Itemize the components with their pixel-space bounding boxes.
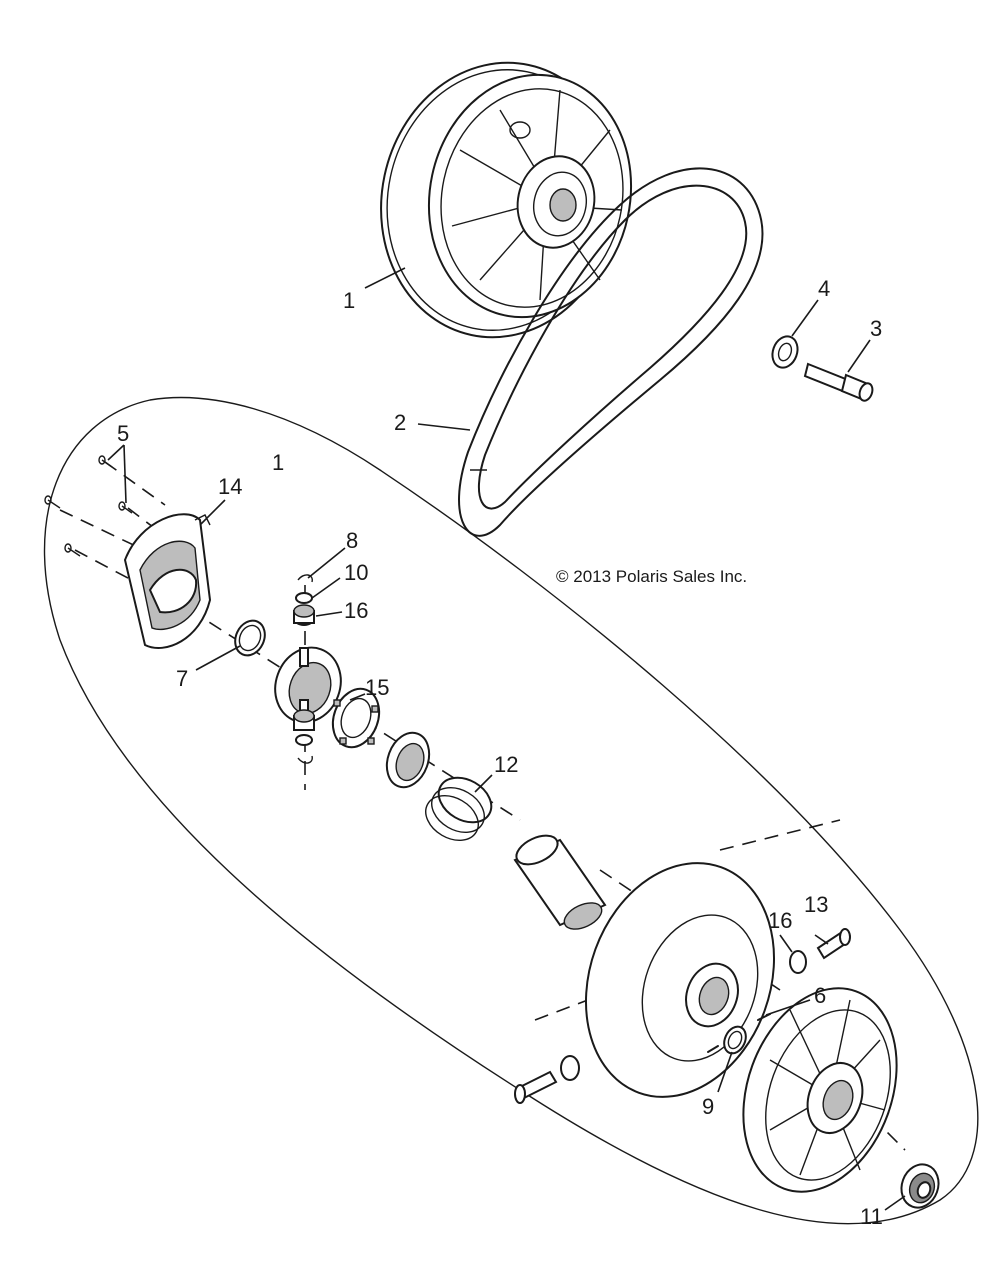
fixed-sheave — [742, 987, 898, 1193]
cover-plate — [123, 513, 212, 649]
bearing — [900, 1163, 940, 1209]
callout-16-roller-top: 16 — [344, 598, 368, 623]
callout-9-snap-ring: 9 — [702, 1094, 714, 1119]
drive-clutch — [380, 61, 633, 339]
drive-belt — [458, 167, 764, 537]
callout-6-pin: 6 — [814, 983, 826, 1008]
assembly-outline — [43, 396, 979, 1225]
cam-ring — [385, 731, 431, 789]
callout-3-bolt: 3 — [870, 316, 882, 341]
callout-11-bearing: 11 — [860, 1204, 883, 1229]
callout-1-drive-clutch: 1 — [343, 288, 355, 313]
snap-ring — [234, 619, 266, 657]
callouts: 1 2 4 3 1 5 14 8 10 16 7 15 12 © 2013 Po… — [117, 276, 883, 1229]
callout-5-screws: 5 — [117, 421, 129, 446]
shaft — [513, 834, 607, 930]
copyright-text: © 2013 Polaris Sales Inc. — [556, 567, 747, 586]
moveable-hub — [274, 646, 342, 724]
screws — [44, 455, 133, 557]
small-snap-ring — [723, 1025, 747, 1055]
washer — [771, 335, 799, 369]
callout-13-pin: 13 — [804, 892, 828, 917]
ramp-plate — [331, 687, 381, 749]
callout-10-washer: 10 — [344, 560, 368, 585]
pin-left — [514, 1045, 719, 1104]
pin-right — [789, 928, 851, 974]
callout-2-belt: 2 — [394, 410, 406, 435]
roller-stack-bottom — [293, 709, 315, 764]
callout-1-driven-clutch: 1 — [272, 450, 284, 475]
leader-lines — [107, 267, 906, 1211]
callout-7-snap-ring: 7 — [176, 666, 188, 691]
bolt — [803, 362, 874, 402]
roller-stack-top — [293, 574, 315, 626]
callout-12-spring: 12 — [494, 752, 518, 777]
callout-4-washer: 4 — [818, 276, 830, 301]
callout-16-roller-right: 16 — [768, 908, 792, 933]
callout-15-ramp: 15 — [365, 675, 389, 700]
callout-14-cover: 14 — [218, 474, 242, 499]
callout-8-clip: 8 — [346, 528, 358, 553]
